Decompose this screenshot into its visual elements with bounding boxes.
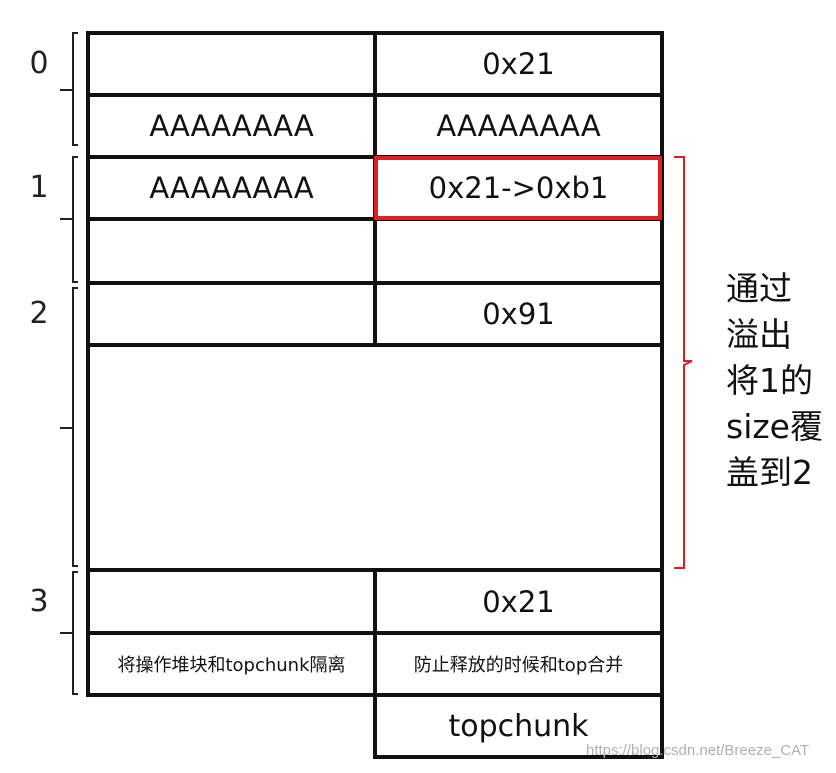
chunk-1-size: 0x21->0xb1 — [428, 171, 609, 205]
chunk-index-0: 0 — [29, 46, 49, 81]
annotation-line-1: 通过 — [726, 269, 792, 308]
annotation-line-3: 将1的 — [726, 361, 813, 400]
annotation-line-5: 盖到2 — [726, 453, 813, 492]
chunk-0-data-right: AAAAAAAA — [436, 109, 601, 143]
annotation-line-2: 溢出 — [726, 315, 792, 354]
chunk-1-prev-size: AAAAAAAA — [149, 171, 314, 205]
bracket-chunk-3 — [72, 571, 78, 695]
chunk-3-note-left: 将操作堆块和topchunk隔离 — [88, 633, 375, 695]
bracket-chunk-0 — [72, 32, 78, 146]
chunk-index-1: 1 — [29, 170, 49, 205]
note-left-text: 将操作堆块和topchunk隔离 — [117, 655, 346, 676]
topchunk-label: topchunk — [448, 708, 589, 744]
overwritten-size-highlight — [374, 156, 662, 220]
overflow-brace — [674, 156, 693, 569]
chunk-3-size: 0x21 — [482, 584, 555, 619]
chunk-0-data-left: AAAAAAAA — [149, 109, 314, 143]
annotation-line-4: size覆 — [726, 407, 823, 446]
chunk-index-3: 3 — [29, 584, 49, 619]
chunk-0-size: 0x21 — [482, 47, 555, 81]
chunk-2-size: 0x91 — [482, 297, 555, 331]
overflow-annotation: 通过 溢出 将1的 size覆 盖到2 — [726, 266, 830, 496]
chunk-index-2: 2 — [29, 296, 49, 331]
chunk-3-note-right: 防止释放的时候和top合并 — [413, 655, 624, 676]
bracket-chunk-1 — [72, 156, 78, 283]
watermark: https://blog.csdn.net/Breeze_CAT — [586, 742, 810, 759]
bracket-chunk-2 — [72, 287, 78, 567]
